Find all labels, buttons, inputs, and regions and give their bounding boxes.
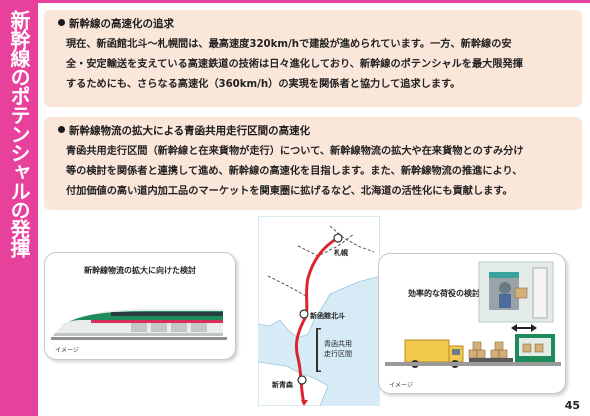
sidebar-title: 新幹線のポテンシャルの発揮 — [7, 10, 31, 257]
section-speedup: 新幹線の高速化の追求 現在、新函館北斗～札幌間は、最高速度320km/hで建設が… — [44, 10, 582, 107]
sidebar-band: 新幹線のポテンシャルの発揮 — [0, 0, 38, 416]
station-shin-hakodate-label: 新函館北斗 — [310, 311, 345, 320]
section-logistics-heading-text: 新幹線物流の拡大による青函共用走行区間の高速化 — [69, 125, 311, 137]
shared-section-label-line1: 青函共用 — [324, 339, 352, 348]
cargo-handling-title: 効率的な荷役の検討 — [408, 289, 480, 298]
section-speedup-heading-text: 新幹線の高速化の追求 — [69, 18, 174, 30]
section-speedup-line: するためにも、さらなる高速化（360km/h）の実現を関係者と協力して追求します… — [66, 79, 461, 90]
section-speedup-line: 現在、新函館北斗～札幌間は、最高速度320km/hで建設が進められています。一方… — [66, 39, 512, 50]
section-logistics-line: 青函共用走行区間（新幹線と在来貨物が走行）について、新幹線物流の拡大や在来貨物と… — [66, 146, 524, 157]
section-speedup-heading: 新幹線の高速化の追求 — [58, 16, 572, 32]
logistics-study-panel: 新幹線物流の拡大に向けた検討 イメージ — [44, 252, 236, 360]
section-logistics: 新幹線物流の拡大による青函共用走行区間の高速化 青函共用走行区間（新幹線と在来貨… — [44, 117, 582, 210]
page-number: 45 — [564, 399, 580, 412]
bullet-icon — [58, 126, 65, 133]
logistics-study-title: 新幹線物流の拡大に向けた検討 — [84, 266, 196, 275]
station-shin-aomori-label: 新青森 — [272, 380, 294, 389]
section-logistics-heading: 新幹線物流の拡大による青函共用走行区間の高速化 — [58, 123, 572, 139]
section-speedup-body: 現在、新函館北斗～札幌間は、最高速度320km/hで建設が進められています。一方… — [66, 35, 572, 95]
section-logistics-line: 等の検討を関係者と連携して進め、新幹線の高速化を目指します。また、新幹線物流の推… — [66, 166, 523, 177]
shinkansen-train-illustration — [51, 309, 227, 340]
station-sapporo-label: 札幌 — [333, 248, 348, 257]
cargo-handling-illustration — [385, 261, 561, 368]
cargo-handling-panel: 効率的な荷役の検討 — [378, 253, 566, 394]
image-caption: イメージ — [389, 382, 413, 389]
bullet-icon — [58, 19, 65, 26]
section-logistics-body: 青函共用走行区間（新幹線と在来貨物が走行）について、新幹線物流の拡大や在来貨物と… — [66, 142, 572, 202]
top-accent-line — [38, 0, 590, 3]
shared-section-label-line2: 走行区間 — [324, 349, 352, 358]
route-map: 札幌 新函館北斗 新青森 青函共用 走行区間 — [258, 216, 380, 406]
image-caption: イメージ — [55, 347, 79, 354]
section-logistics-line: 付加価値の高い道内加工品のマーケットを関東圏に拡げるなど、北海道の活性化にも貢献… — [66, 186, 513, 197]
section-speedup-line: 全・安定輸送を支えている高速鉄道の技術は日々進化しており、新幹線のポテンシャルを… — [66, 59, 523, 70]
